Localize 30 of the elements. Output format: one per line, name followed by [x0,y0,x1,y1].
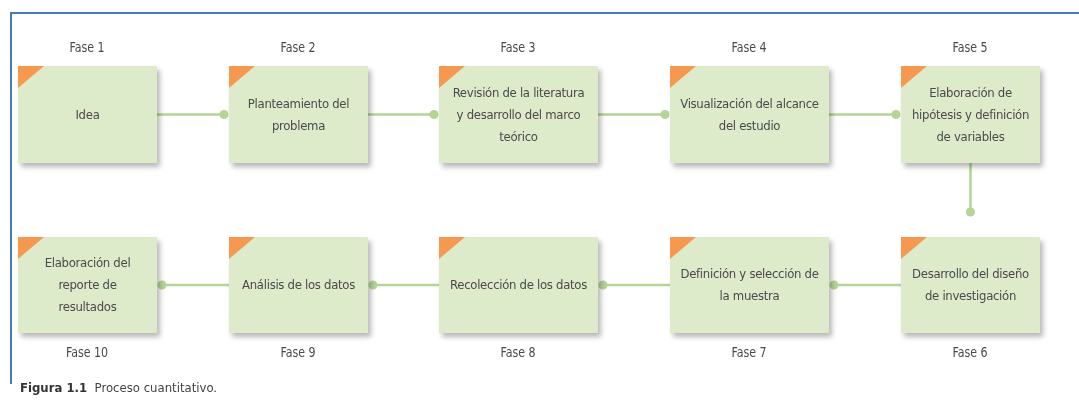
phase-description: Recolección de los datos [449,276,588,294]
phase-description: Elaboración de hipótesis y definición de variables [910,83,1031,146]
connector-line [368,110,439,119]
phase-label: Fase 6 [952,343,989,361]
connector-line [966,163,975,217]
connector-line [829,110,901,119]
connector-line [157,110,229,119]
connector-line [368,280,439,290]
phase-label: Fase 1 [69,38,106,56]
phase-label: Fase 9 [280,343,317,361]
connector-line [829,280,901,290]
phase-label: Fase 4 [731,38,768,56]
phase-description: Desarrollo del diseño de investigación [911,265,1030,305]
phase-label: Fase 10 [66,343,109,361]
phase-label: Fase 3 [500,38,537,56]
phase-description: Análisis de los datos [241,276,356,294]
phase-description: Definición y selección de la muestra [679,265,820,305]
phase-description: Planteamiento del problema [246,94,351,135]
phase-label: Fase 2 [280,38,317,56]
figure-caption: Figura 1.1 Proceso cuantitativo. [20,380,218,395]
connector-line [157,280,229,290]
phase-description: Elaboración del reporte de resultados [43,254,132,316]
phase-label: Fase 7 [731,343,768,361]
phase-description: Visualización del alcance del estudio [679,94,820,135]
connector-line [598,110,670,119]
phase-label: Fase 8 [500,343,537,361]
phase-description: Idea [74,105,101,124]
phase-label: Fase 5 [952,38,989,56]
connector-line [598,280,670,290]
phase-description: Revisión de la literatura y desarrollo del marco teórico [451,83,586,146]
